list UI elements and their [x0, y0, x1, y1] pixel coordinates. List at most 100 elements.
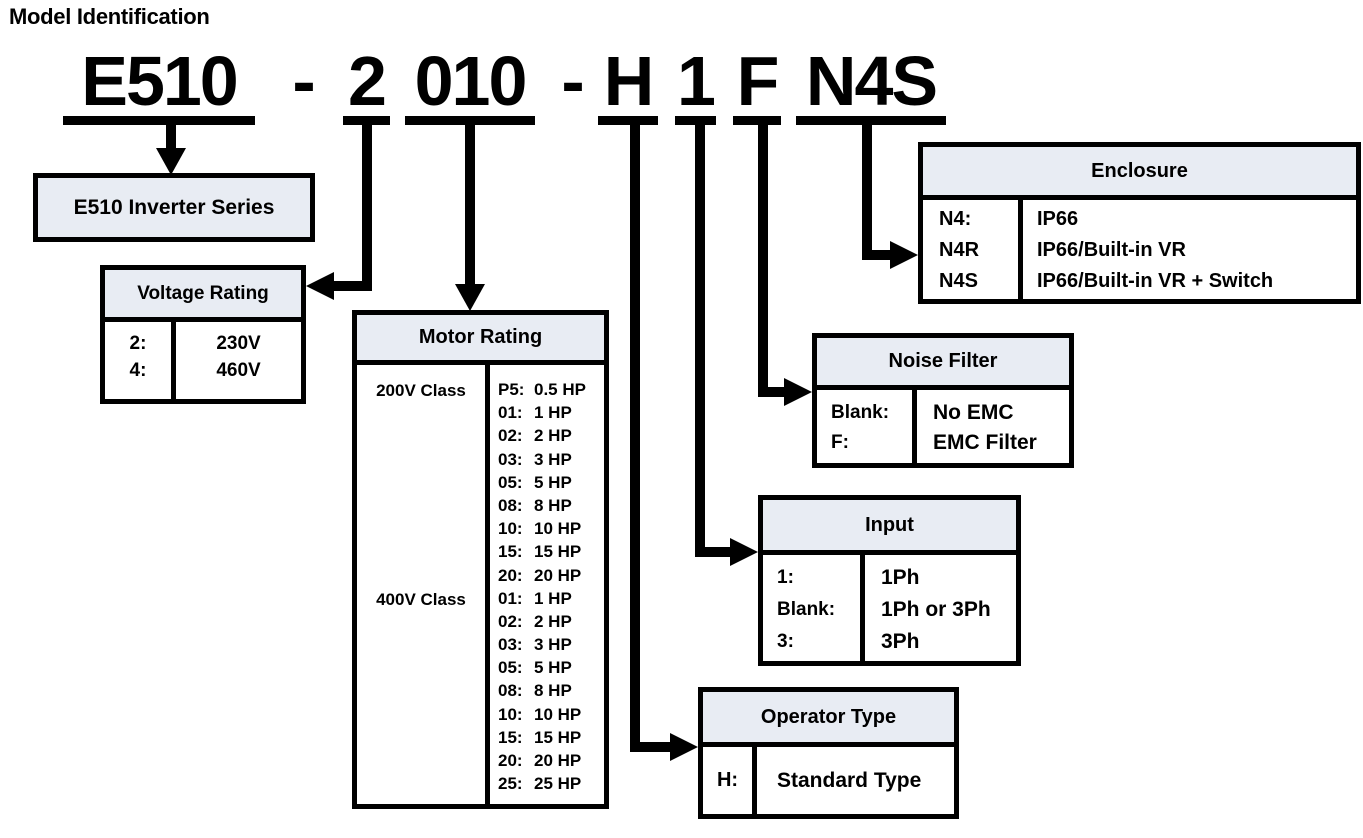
- voltage-box-title: Voltage Rating: [105, 270, 301, 322]
- motor-row-value: 15 HP: [534, 542, 582, 562]
- motor-row-code: P5:: [498, 380, 525, 399]
- series-box-label: E510 Inverter Series: [73, 195, 275, 219]
- connector-1-arrowhead-icon: [730, 538, 758, 566]
- connector-2-line-h: [332, 281, 372, 291]
- input-code: Blank:: [777, 599, 836, 620]
- connector-2-arrowhead-icon: [306, 272, 334, 300]
- motor-row-value: 2 HP: [534, 426, 572, 446]
- noise-filter-box-title: Noise Filter: [817, 338, 1069, 390]
- motor-row-code: 20:: [498, 751, 523, 770]
- motor-row-code: 15:: [498, 542, 523, 562]
- connector-h-arrowhead-icon: [670, 733, 698, 761]
- enclosure-code: N4:: [939, 208, 972, 230]
- model-segment-1: 1: [675, 46, 716, 125]
- motor-box: Motor Rating 200V Class 400V Class P5:0.…: [352, 310, 609, 809]
- motor-row: P5:0.5 HP: [498, 378, 604, 401]
- model-segment-n4s: N4S: [796, 46, 946, 125]
- noise-filter-value: No EMC: [933, 401, 1014, 424]
- motor-row: 20: 20 HP: [498, 564, 604, 587]
- motor-row-code: 02:: [498, 611, 523, 631]
- motor-row-code: 02:: [498, 426, 523, 446]
- motor-row-value: 20 HP: [534, 751, 582, 770]
- operator-type-box-title: Operator Type: [703, 692, 954, 747]
- motor-row-code: 15:: [498, 727, 523, 747]
- model-segment-dash2: -: [561, 42, 584, 120]
- connector-e510-arrowhead-icon: [156, 148, 186, 175]
- operator-type-value: Standard Type: [777, 768, 922, 792]
- input-values-column: 1Ph 1Ph or 3Ph 3Ph: [865, 555, 1016, 661]
- motor-row: 20: 20 HP: [498, 749, 604, 772]
- motor-row-code: 03:: [498, 449, 523, 469]
- motor-row: 10:10 HP: [498, 517, 604, 540]
- motor-row: 08:8 HP: [498, 494, 604, 517]
- motor-box-title: Motor Rating: [357, 315, 604, 365]
- motor-row: 08:8 HP: [498, 679, 604, 702]
- motor-row-value: 20 HP: [534, 565, 582, 585]
- input-codes-column: 1: Blank: 3:: [763, 555, 865, 661]
- model-segment-h: H: [598, 46, 658, 125]
- motor-row-value: 2 HP: [534, 611, 572, 631]
- noise-filter-code: Blank:: [831, 402, 890, 423]
- motor-row-value: 8 HP: [534, 495, 572, 515]
- connector-n4s-line-v: [862, 123, 872, 260]
- connector-n4s-line-h: [862, 250, 893, 260]
- connector-1-line-h: [695, 547, 733, 557]
- noise-filter-code: F:: [831, 432, 849, 453]
- noise-filter-values-column: No EMC EMC Filter: [917, 390, 1069, 463]
- motor-row-value: 1 HP: [534, 588, 572, 608]
- connector-h-line-h: [630, 742, 674, 752]
- voltage-value: 230V: [216, 333, 261, 354]
- page-title: Model Identification: [9, 4, 210, 29]
- motor-row-value: 10 HP: [534, 704, 582, 724]
- voltage-code: 2:: [129, 333, 147, 354]
- model-segment-010: 010: [405, 46, 535, 125]
- input-value: 3Ph: [881, 630, 920, 653]
- voltage-value: 460V: [216, 360, 261, 381]
- operator-type-codes-column: H:: [703, 747, 757, 814]
- motor-row-code: 01:: [498, 588, 523, 608]
- connector-f-line-v: [758, 123, 768, 397]
- motor-row-code: 01:: [498, 403, 523, 423]
- motor-row-code: 05:: [498, 658, 523, 678]
- input-value: 1Ph: [881, 566, 920, 589]
- enclosure-box-title: Enclosure: [923, 147, 1356, 200]
- motor-row-code: 25:: [498, 774, 523, 794]
- input-code: 3:: [777, 631, 794, 652]
- connector-h-line-v: [630, 123, 640, 752]
- model-segment-e510: E510: [63, 46, 255, 125]
- input-box: Input 1: Blank: 3: 1Ph 1Ph or 3Ph 3Ph: [758, 495, 1021, 666]
- operator-type-code: H:: [716, 769, 739, 791]
- motor-row: 01: 1 HP: [498, 587, 604, 610]
- motor-row-value: 1 HP: [534, 403, 572, 423]
- motor-row-code: 20:: [498, 565, 523, 585]
- motor-row: 03:3 HP: [498, 633, 604, 656]
- motor-row: 15:15 HP: [498, 726, 604, 749]
- motor-row-value: 8 HP: [534, 681, 572, 701]
- noise-filter-codes-column: Blank: F:: [817, 390, 917, 463]
- motor-row: 03:3 HP: [498, 448, 604, 471]
- motor-row: 25:25 HP: [498, 772, 604, 795]
- motor-row-value: 3 HP: [534, 635, 572, 655]
- connector-f-arrowhead-icon: [784, 378, 812, 406]
- connector-010-line: [465, 123, 475, 285]
- motor-row: 02: 2 HP: [498, 610, 604, 633]
- operator-type-values-column: Standard Type: [757, 747, 954, 814]
- motor-row-code: 10:: [498, 519, 523, 539]
- noise-filter-box: Noise Filter Blank: F: No EMC EMC Filter: [812, 333, 1074, 468]
- voltage-codes-column: 2: 4:: [105, 322, 176, 399]
- motor-rows-column: P5:0.5 HP 01:1 HP 02:2 HP 03:3 HP 05:5 H…: [490, 365, 604, 804]
- motor-class-column: 200V Class 400V Class: [357, 365, 490, 804]
- model-segment-dash1: -: [292, 42, 315, 120]
- enclosure-value: IP66/Built-in VR + Switch: [1037, 270, 1274, 292]
- voltage-values-column: 230V 460V: [176, 322, 301, 399]
- motor-row: 05:5 HP: [498, 471, 604, 494]
- input-value: 1Ph or 3Ph: [881, 598, 991, 621]
- connector-2-line-v: [362, 123, 372, 291]
- model-segment-2: 2: [343, 46, 390, 125]
- voltage-code: 4:: [129, 360, 147, 381]
- connector-n4s-arrowhead-icon: [890, 241, 918, 269]
- motor-row-code: 10:: [498, 704, 523, 724]
- connector-f-line-h: [758, 387, 787, 397]
- voltage-box: Voltage Rating 2: 4: 230V 460V: [100, 265, 306, 404]
